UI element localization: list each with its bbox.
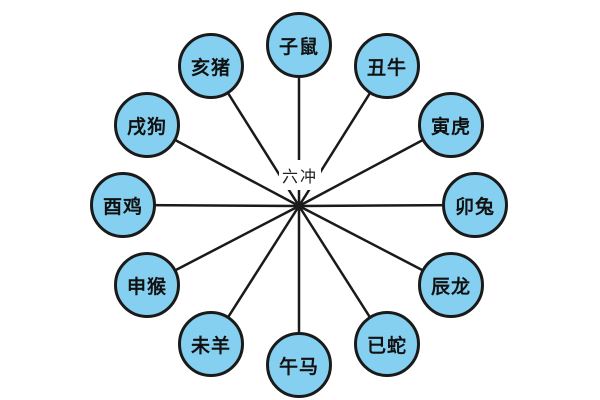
center-label: 六冲 — [278, 160, 322, 190]
node-monkey-label: 申猴 — [126, 275, 167, 298]
node-dog-label: 戌狗 — [126, 115, 167, 138]
node-rooster-label: 酉鸡 — [102, 195, 143, 218]
node-tiger-label: 寅虎 — [430, 115, 471, 138]
node-goat-label: 未羊 — [190, 334, 231, 357]
node-horse: 午马 — [266, 332, 332, 398]
node-dog: 戌狗 — [114, 92, 180, 158]
node-rabbit-label: 卯兔 — [454, 195, 495, 218]
node-pig-label: 亥猪 — [190, 56, 231, 79]
node-horse-label: 午马 — [278, 355, 319, 378]
node-monkey: 申猴 — [114, 252, 180, 318]
node-dragon: 辰龙 — [418, 252, 484, 318]
node-ox-label: 丑牛 — [366, 56, 407, 79]
node-rabbit: 卯兔 — [442, 172, 508, 238]
node-tiger: 寅虎 — [418, 92, 484, 158]
center-point — [294, 201, 304, 211]
node-rat: 子鼠 — [266, 12, 332, 78]
node-snake: 已蛇 — [354, 311, 420, 377]
node-dragon-label: 辰龙 — [430, 275, 471, 298]
node-pig: 亥猪 — [178, 33, 244, 99]
node-snake-label: 已蛇 — [366, 334, 407, 357]
node-rat-label: 子鼠 — [278, 35, 319, 58]
node-rooster: 酉鸡 — [90, 172, 156, 238]
node-goat: 未羊 — [178, 311, 244, 377]
node-ox: 丑牛 — [354, 33, 420, 99]
